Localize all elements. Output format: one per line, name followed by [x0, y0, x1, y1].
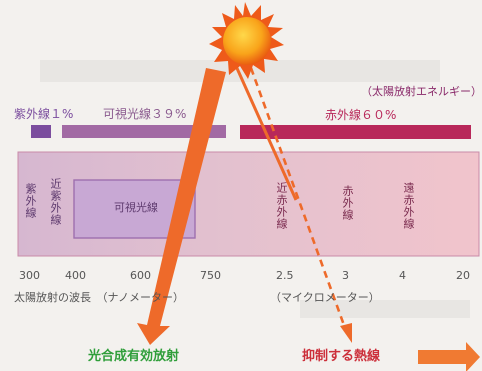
tick-2-5: 2.5: [276, 269, 294, 282]
visible-percent-label: 可視光線３９%: [103, 107, 187, 121]
suppressed-heat-label: 抑制する熱線: [302, 349, 381, 364]
right-arrow-icon: [418, 342, 480, 371]
photosynthesis-arrow: [137, 68, 226, 345]
region-ir-label: 赤外線: [341, 185, 354, 221]
tick-3: 3: [342, 269, 349, 282]
ir-percent-label: 赤外線６０%: [325, 108, 397, 122]
uv-percent-label: 紫外線１%: [14, 107, 74, 121]
heat-solid-line: [234, 65, 298, 201]
background-texture: [40, 60, 470, 318]
tick-20: 20: [456, 269, 470, 282]
tick-600: 600: [130, 269, 151, 282]
region-near-uv-label: 近紫外線: [49, 178, 62, 226]
tick-750: 750: [200, 269, 221, 282]
region-far-ir-label: 遠赤外線: [402, 182, 415, 230]
visible-bar: [62, 125, 226, 138]
tick-400: 400: [65, 269, 86, 282]
sun-icon: [209, 2, 284, 79]
photosynthesis-label: 光合成有効放射: [88, 349, 180, 364]
uv-bar: [31, 125, 51, 138]
heat-dashed-arrowhead: [340, 323, 352, 343]
ir-bar: [240, 125, 471, 139]
heat-dashed-line: [249, 67, 347, 329]
tick-300: 300: [19, 269, 40, 282]
axis-label-nm: 太陽放射の波長 （ナノメーター）: [14, 291, 184, 304]
region-uv-label: 紫外線: [24, 183, 37, 219]
region-near-ir-label: 近赤外線: [275, 182, 288, 230]
region-visible-label: 可視光線: [114, 201, 158, 214]
axis-label-um: （マイクロメーター）: [270, 291, 380, 304]
energy-caption: （太陽放射エネルギー）: [361, 85, 482, 98]
tick-4: 4: [399, 269, 406, 282]
